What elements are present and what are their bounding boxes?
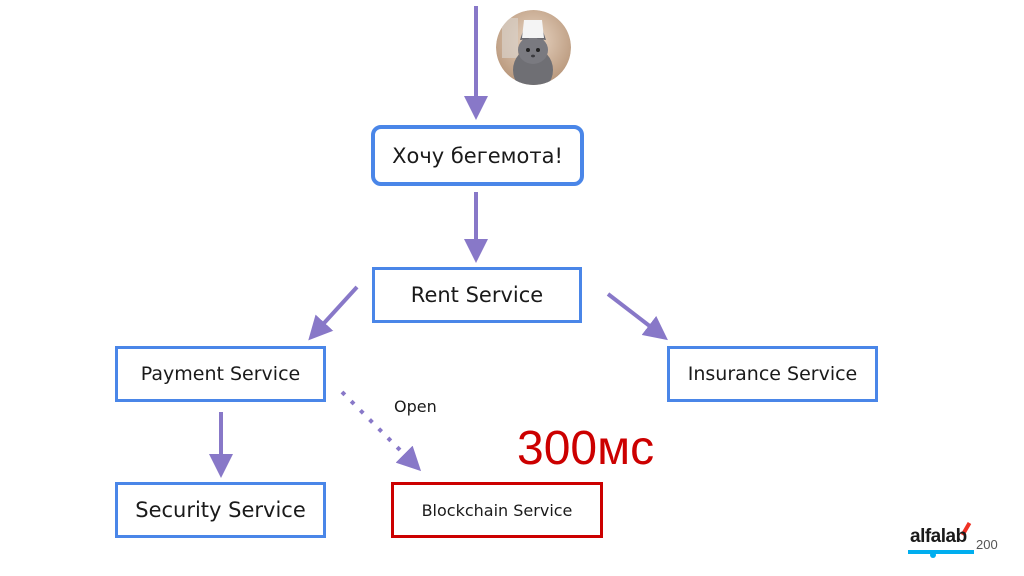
security-service-box: Security Service: [115, 482, 326, 538]
open-edge-label: Open: [394, 397, 437, 416]
arrow-payment-to-blockchain-open: [340, 390, 422, 472]
logo-dot: [930, 552, 936, 558]
logo-text: alfalab: [910, 526, 967, 547]
latency-label: 300мс: [517, 422, 655, 475]
blockchain-service-box: Blockchain Service: [391, 482, 603, 538]
request-box: Хочу бегемота!: [371, 125, 584, 186]
alfalab-logo: alfalab: [908, 521, 1018, 562]
arrow-rent-to-payment: [308, 285, 359, 341]
rent-service-box: Rent Service: [372, 267, 582, 323]
payment-service-box: Payment Service: [115, 346, 326, 402]
cat-avatar-icon: [496, 10, 571, 85]
arrow-rent-to-insurance: [606, 292, 668, 341]
insurance-service-box: Insurance Service: [667, 346, 878, 402]
logo-underline: [908, 550, 974, 554]
slide-number: 200: [976, 537, 998, 552]
